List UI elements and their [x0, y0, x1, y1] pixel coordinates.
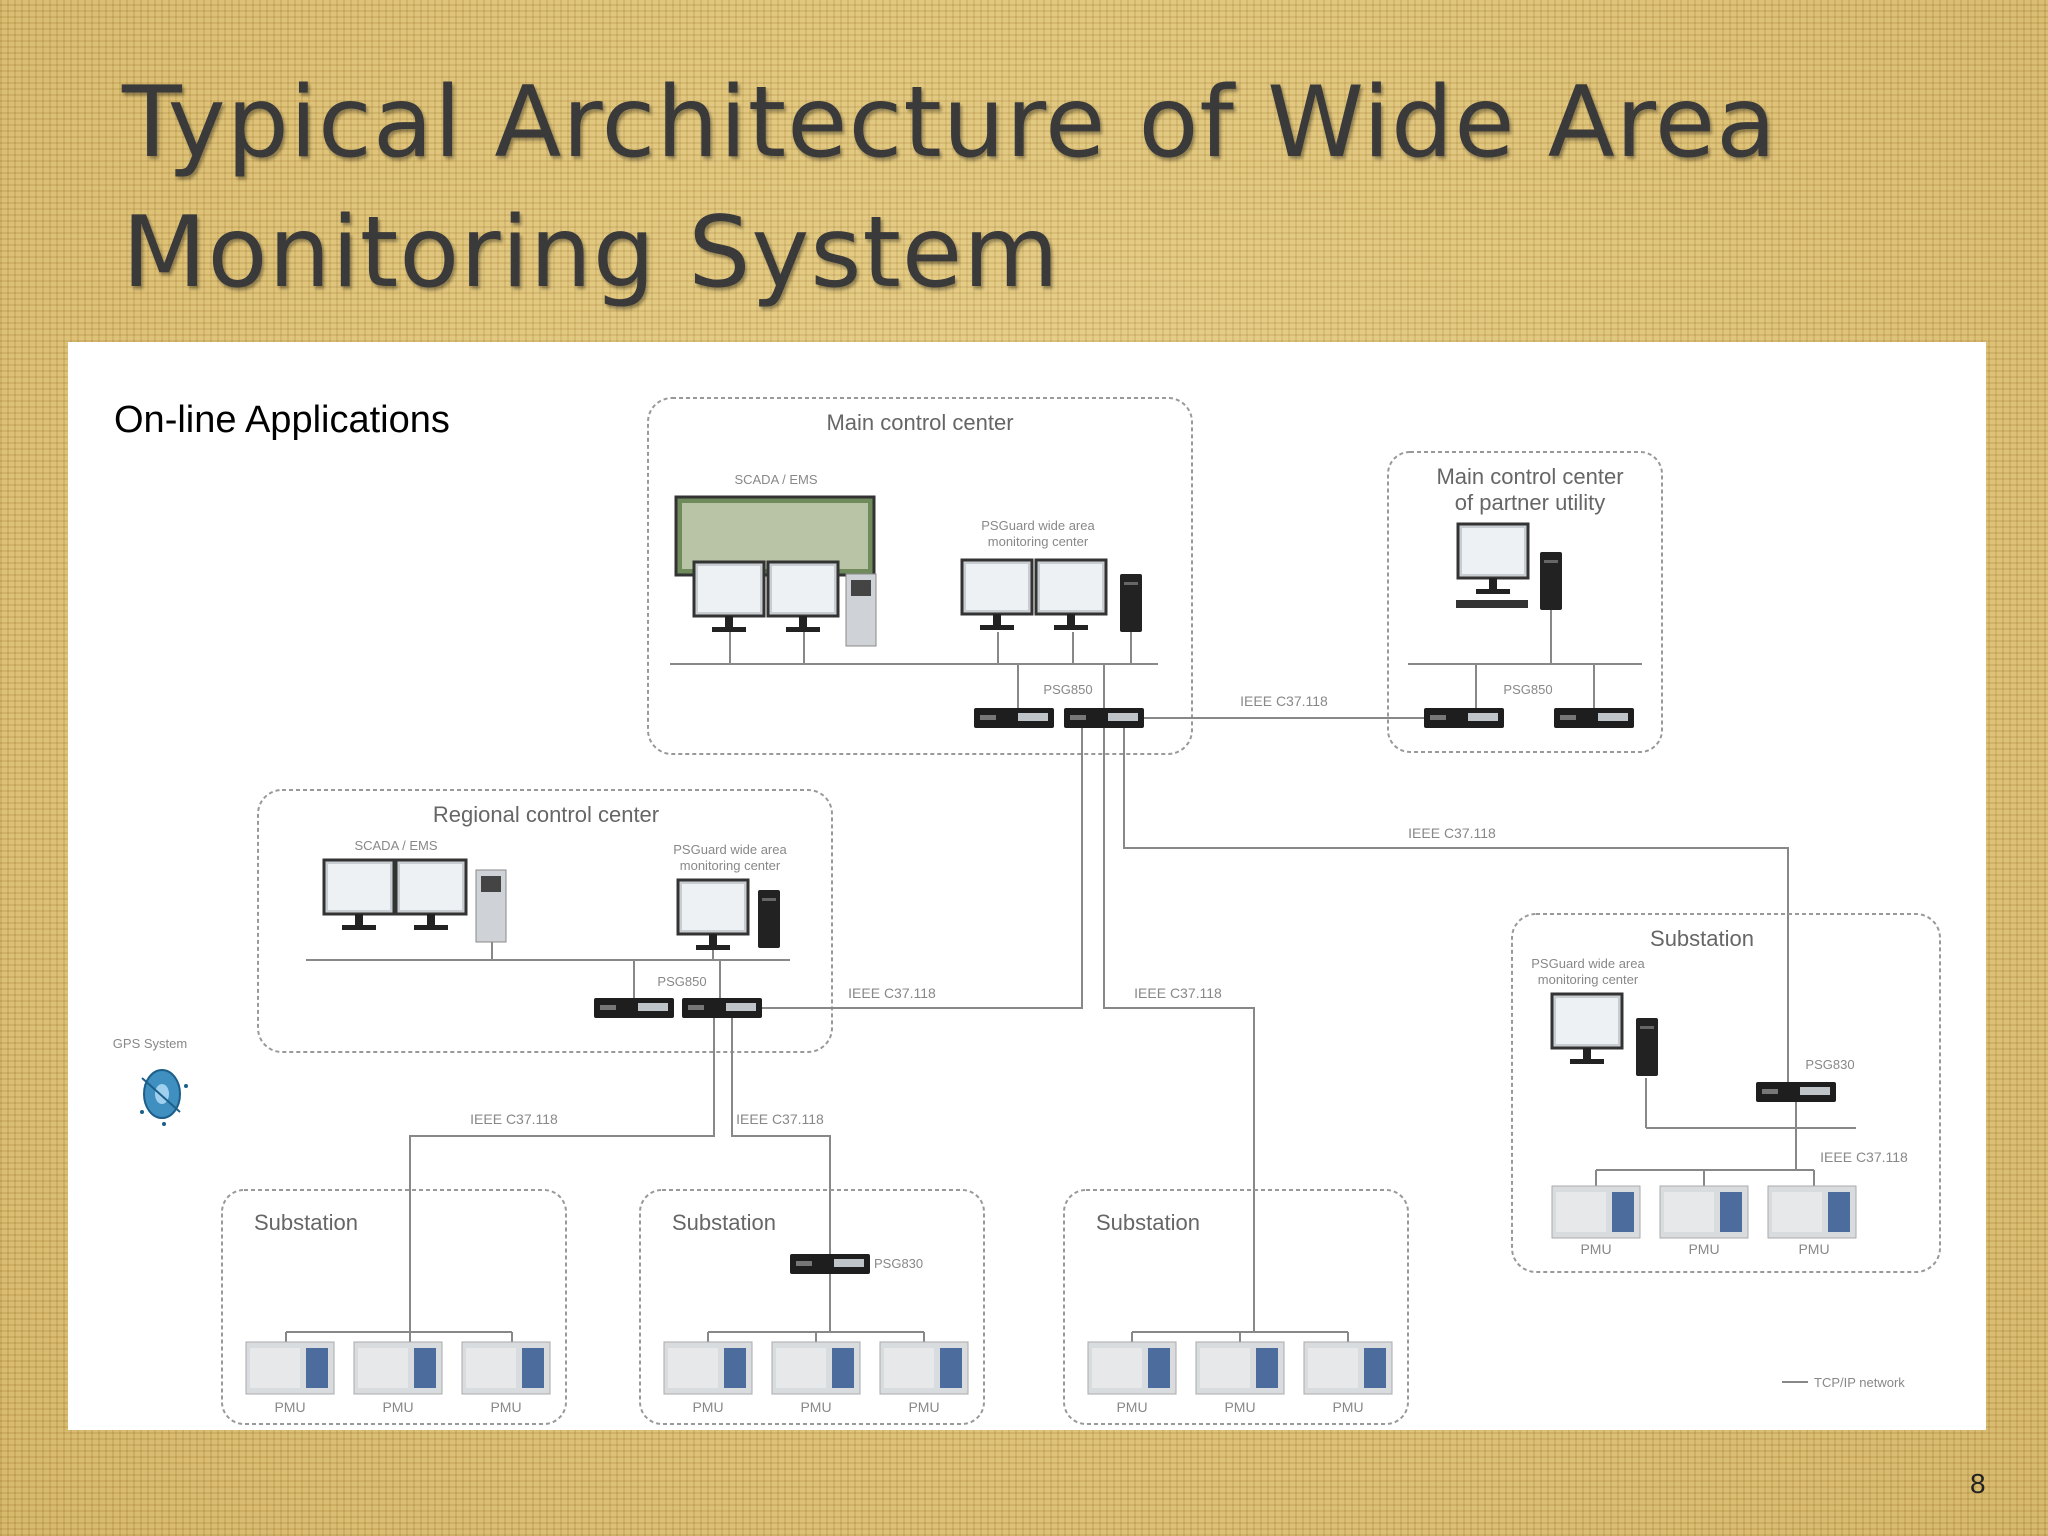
substation-2-pmu-3	[879, 1341, 969, 1395]
partner-center-box	[1387, 451, 1663, 753]
partner-psg-unit-2	[1554, 708, 1634, 728]
legend-label: TCP/IP network	[1814, 1375, 1905, 1390]
gps-label: GPS System	[113, 1036, 187, 1051]
regional-psguard-tower	[758, 890, 780, 948]
partner-monitor	[1456, 522, 1530, 596]
link-main-substation-right	[1123, 728, 1789, 1082]
substation-3-label: Substation	[1096, 1210, 1200, 1235]
substation-1-pmu-2	[353, 1341, 443, 1395]
substation-right-box	[1511, 913, 1941, 1273]
regional-center-box	[257, 789, 833, 1053]
link-main-substation-3	[1103, 728, 1255, 1332]
substation-3-pmu-1	[1087, 1341, 1177, 1395]
regional-scada-monitor-2	[394, 858, 468, 932]
regional-scada-monitor-1	[322, 858, 396, 932]
regional-psg-unit-2	[682, 998, 762, 1018]
regional-psg-label: PSG850	[657, 974, 706, 989]
regional-psguard-monitor	[676, 878, 750, 952]
substation-3-box	[1063, 1189, 1409, 1425]
substation-3-pmu-label-2: PMU	[1224, 1399, 1255, 1415]
substation-right-tower	[1636, 1018, 1658, 1076]
substation-3-pmu-2	[1195, 1341, 1285, 1395]
regional-psg-unit-1	[594, 998, 674, 1018]
substation-right-pmu-label-2: PMU	[1688, 1241, 1719, 1257]
substation-right-psguard-label-1: PSGuard wide area	[1531, 956, 1645, 971]
main-psguard-monitor-1	[960, 558, 1034, 632]
main-psg-unit-2	[1064, 708, 1144, 728]
substation-1-pmu-label-3: PMU	[490, 1399, 521, 1415]
main-psguard-label-1: PSGuard wide area	[981, 518, 1095, 533]
substation-3-pmu-label-1: PMU	[1116, 1399, 1147, 1415]
title-line-2: Monitoring System	[122, 196, 1060, 310]
substation-right-pmu-label-1: PMU	[1580, 1241, 1611, 1257]
partner-tower	[1540, 552, 1562, 610]
substation-right-psg-label: PSG830	[1805, 1057, 1854, 1072]
substation-1-pmu-label-2: PMU	[382, 1399, 413, 1415]
link-main-substation-3-label: IEEE C37.118	[1134, 985, 1222, 1001]
scada-map	[682, 503, 868, 569]
main-psguard-label-2: monitoring center	[988, 534, 1089, 549]
link-regional-substation-1-label: IEEE C37.118	[470, 1111, 558, 1127]
gps-satellite-icon	[140, 1069, 188, 1126]
substation-2-pmu-label-2: PMU	[800, 1399, 831, 1415]
partner-label-1: Main control center	[1436, 464, 1623, 489]
substation-2-pmu-1	[663, 1341, 753, 1395]
substation-3-pmu-3	[1303, 1341, 1393, 1395]
substation-1-pmu-3	[461, 1341, 551, 1395]
substation-1-pmu-label-1: PMU	[274, 1399, 305, 1415]
link-regional-substation-1	[409, 1018, 715, 1332]
substation-2-pmu-label-3: PMU	[908, 1399, 939, 1415]
substation-2-pmu-2	[771, 1341, 861, 1395]
substation-right-psguard-label-2: monitoring center	[1538, 972, 1639, 987]
partner-label-2: of partner utility	[1455, 490, 1605, 515]
link-main-regional	[762, 728, 1083, 1009]
regional-scada-server	[475, 869, 507, 943]
substation-3-pmu-label-3: PMU	[1332, 1399, 1363, 1415]
regional-psguard-label-2: monitoring center	[680, 858, 781, 873]
partner-keyboard	[1456, 600, 1528, 608]
substation-1-label: Substation	[254, 1210, 358, 1235]
main-psg-label: PSG850	[1043, 682, 1092, 697]
link-main-partner-label: IEEE C37.118	[1240, 693, 1328, 709]
title-line-1: Typical Architecture of Wide Area	[122, 66, 1778, 180]
substation-right-pmu-2	[1659, 1185, 1749, 1239]
slide-title: Typical Architecture of Wide Area Monito…	[122, 58, 1972, 318]
architecture-diagram: On-line Applications Main control center…	[113, 397, 1941, 1425]
substation-2-psg-unit	[790, 1254, 870, 1274]
link-regional-substation-2	[731, 1018, 831, 1254]
main-control-center-box	[647, 397, 1193, 755]
substation-right-pmu-3	[1767, 1185, 1857, 1239]
main-scada-monitor-2	[766, 560, 840, 634]
substation-right-monitor	[1550, 992, 1624, 1066]
main-psguard-tower	[1120, 574, 1142, 632]
substation-2-psg-label: PSG830	[874, 1256, 923, 1271]
regional-psguard-label-1: PSGuard wide area	[673, 842, 787, 857]
diagram-panel: On-line Applications Main control center…	[68, 342, 1986, 1430]
partner-psg-label: PSG850	[1503, 682, 1552, 697]
main-psg-unit-1	[974, 708, 1054, 728]
online-applications-heading: On-line Applications	[114, 399, 450, 441]
page-number: 8	[1970, 1468, 1986, 1499]
link-regional-substation-2-label: IEEE C37.118	[736, 1111, 824, 1127]
main-scada-label: SCADA / EMS	[734, 472, 817, 487]
main-scada-server	[845, 573, 877, 647]
substation-2-label: Substation	[672, 1210, 776, 1235]
substation-1-pmu-1	[245, 1341, 335, 1395]
substation-right-pmu-label-3: PMU	[1798, 1241, 1829, 1257]
substation-2-pmu-label-1: PMU	[692, 1399, 723, 1415]
substation-right-protocol-label: IEEE C37.118	[1820, 1149, 1908, 1165]
main-psguard-monitor-2	[1034, 558, 1108, 632]
main-scada-monitor-1	[692, 560, 766, 634]
link-main-substation-right-label: IEEE C37.118	[1408, 825, 1496, 841]
partner-psg-unit-1	[1424, 708, 1504, 728]
link-main-regional-label: IEEE C37.118	[848, 985, 936, 1001]
regional-label: Regional control center	[433, 802, 659, 827]
substation-2-box	[639, 1189, 985, 1425]
substation-right-label: Substation	[1650, 926, 1754, 951]
substation-right-psg-unit	[1756, 1082, 1836, 1102]
main-control-center-label: Main control center	[826, 410, 1013, 435]
substation-1-box	[221, 1189, 567, 1425]
regional-scada-label: SCADA / EMS	[354, 838, 437, 853]
substation-right-pmu-1	[1551, 1185, 1641, 1239]
